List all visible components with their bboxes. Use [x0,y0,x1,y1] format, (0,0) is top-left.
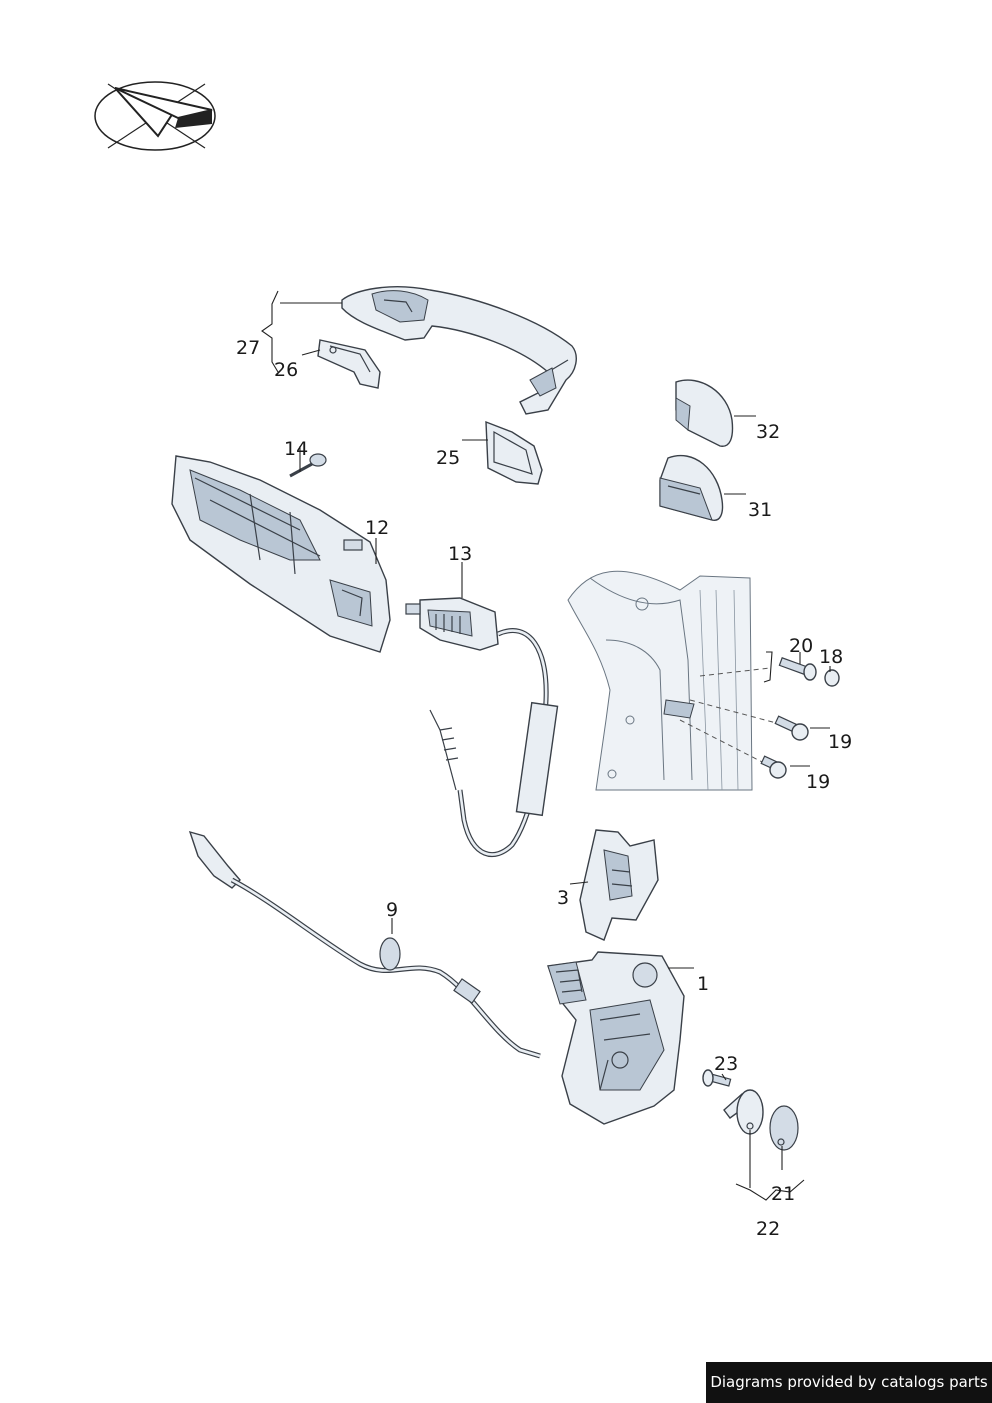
label-31: 31 [748,499,772,521]
release-mechanism-part [405,597,559,857]
bolt-part [289,453,327,478]
lock-bracket-part [579,829,659,941]
lock-cylinder-cap-part [659,454,724,521]
label-3: 3 [557,887,569,909]
part-labels: 27 26 25 14 12 13 32 31 20 18 19 19 3 9 … [236,337,852,1240]
leader-lines [261,290,831,1201]
label-1: 1 [697,973,709,995]
label-20: 20 [789,635,813,657]
label-22: 22 [756,1218,780,1240]
label-18: 18 [819,646,843,668]
label-25: 25 [436,447,460,469]
brand-logo-icon [94,81,216,151]
rear-gasket-part [485,420,543,485]
label-19-upper: 19 [828,731,852,753]
label-27: 27 [236,337,260,359]
label-26: 26 [274,359,298,381]
label-32: 32 [756,421,780,443]
striker-parts [702,1069,799,1151]
door-lock-unit-part [547,951,685,1125]
label-19-lower: 19 [806,771,830,793]
handle-bracket-part [171,455,391,653]
label-21: 21 [771,1183,795,1205]
handle-cap-part [675,379,734,447]
label-9: 9 [386,899,398,921]
label-23: 23 [714,1053,738,1075]
label-12: 12 [365,517,389,539]
door-panel-part [567,570,753,791]
label-13: 13 [448,543,472,565]
label-14: 14 [284,438,308,460]
door-handle-part [341,286,577,415]
screw-parts [679,651,840,779]
actuation-cable-part [188,830,541,1059]
footer-credit: Diagrams provided by catalogs parts [706,1362,992,1403]
handle-gasket-part [317,339,381,389]
